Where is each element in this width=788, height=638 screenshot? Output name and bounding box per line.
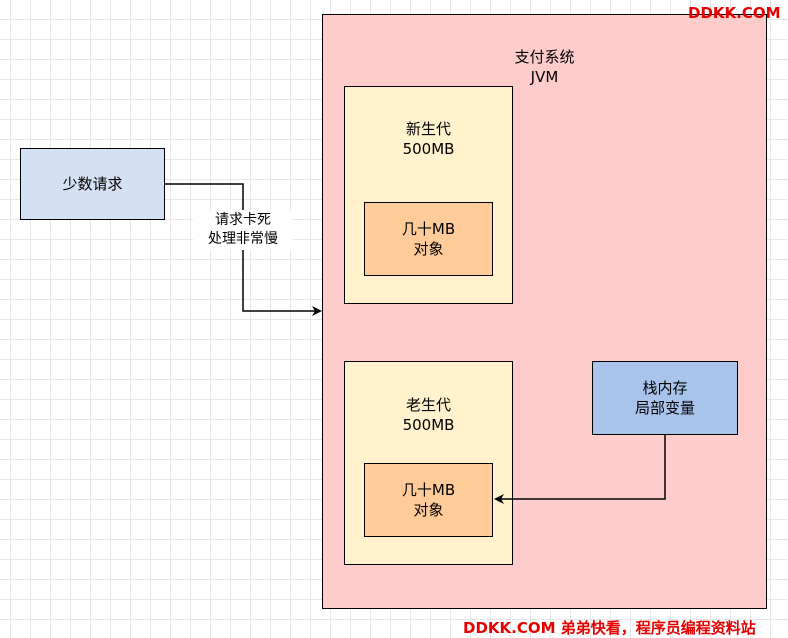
request-box-label: 少数请求: [62, 175, 123, 193]
old-object-line2: 对象: [413, 501, 444, 519]
stack-memory-box[interactable]: 栈内存 局部变量: [592, 361, 738, 435]
jvm-title: 支付系统 JVM: [323, 47, 766, 87]
old-gen-object[interactable]: 几十MB 对象: [364, 463, 493, 537]
young-gen-label: 新生代 500MB: [345, 119, 512, 159]
edge-label: 请求卡死 处理非常慢: [193, 210, 293, 250]
stack-to-object-arrow: [494, 435, 666, 504]
stack-line2: 局部变量: [634, 399, 695, 417]
request-box[interactable]: 少数请求: [20, 148, 165, 220]
young-gen-object[interactable]: 几十MB 对象: [364, 202, 493, 276]
jvm-title-line1: 支付系统: [514, 48, 575, 66]
young-gen-label-line1: 新生代: [405, 120, 451, 138]
young-object-line2: 对象: [413, 240, 444, 258]
watermark-bottom: DDKK.COM 弟弟快看，程序员编程资料站: [463, 619, 756, 637]
edge-label-line1: 请求卡死: [215, 212, 271, 228]
edge-label-line2: 处理非常慢: [208, 231, 278, 247]
watermark-top: DDKK.COM: [688, 4, 781, 22]
jvm-title-line2: JVM: [530, 68, 559, 86]
old-object-line1: 几十MB: [401, 481, 456, 499]
young-object-line1: 几十MB: [401, 220, 456, 238]
old-gen-label-line1: 老生代: [405, 396, 451, 414]
old-gen-label-line2: 500MB: [402, 416, 455, 434]
stack-line1: 栈内存: [642, 379, 688, 397]
old-gen-label: 老生代 500MB: [345, 395, 512, 435]
young-gen-label-line2: 500MB: [402, 140, 455, 158]
